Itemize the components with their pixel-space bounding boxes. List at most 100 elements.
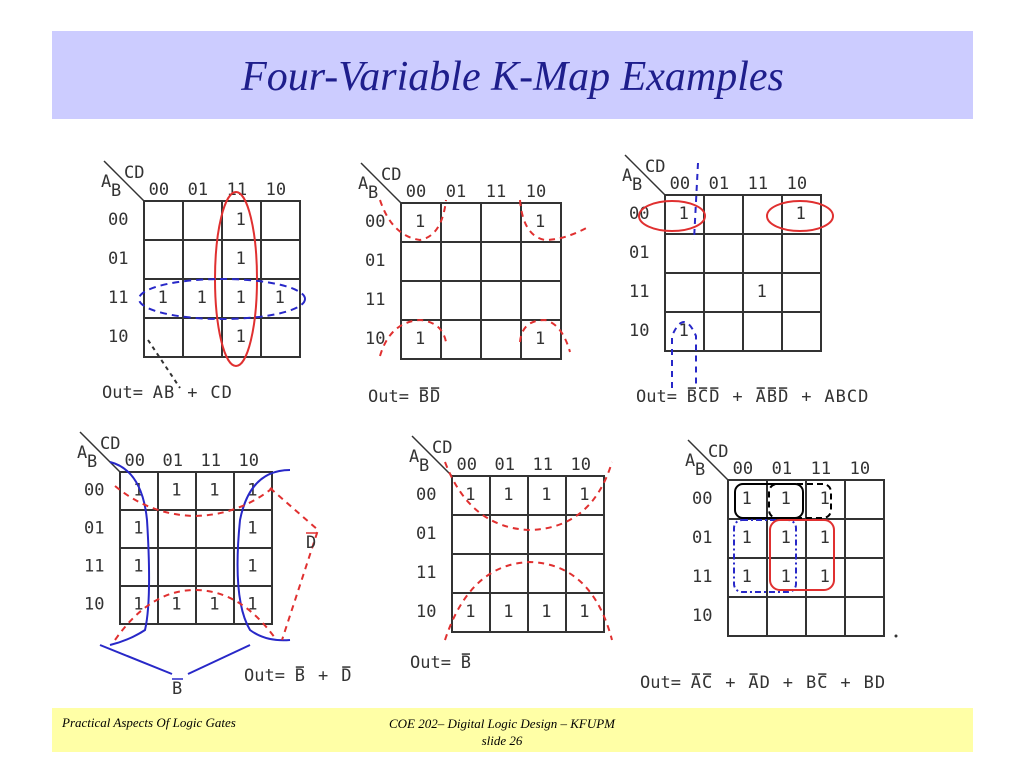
loop-corner-top-left xyxy=(379,199,447,242)
minterm-one: 1 xyxy=(742,528,752,548)
minterm-one: 1 xyxy=(679,321,689,341)
minterm-one: 1 xyxy=(247,595,257,615)
output-label: Out= xyxy=(410,653,451,673)
col-code: 00 xyxy=(125,451,145,471)
row-var-label: B xyxy=(632,175,642,195)
row-var-label: A xyxy=(101,172,111,192)
col-code: 01 xyxy=(163,451,183,471)
row-code: 01 xyxy=(84,519,104,539)
output-label: Out= xyxy=(102,383,143,403)
loop-bottom-row xyxy=(444,560,613,641)
col-code: 01 xyxy=(709,174,729,194)
loop-b-left xyxy=(109,461,151,646)
col-code: 10 xyxy=(239,451,259,471)
minterm-one: 1 xyxy=(541,485,551,505)
pointer-d xyxy=(269,487,320,641)
product-term: AD xyxy=(748,673,770,693)
loop-column-blue-top xyxy=(693,162,699,241)
row-code: 11 xyxy=(365,290,385,310)
plus-sign: + xyxy=(318,666,329,686)
minterm-one: 1 xyxy=(503,485,513,505)
col-var-label: CD xyxy=(381,165,401,185)
row-var-label: A xyxy=(685,451,695,471)
row-code: 10 xyxy=(108,327,128,347)
col-code: 10 xyxy=(526,182,546,202)
footer-slide-number: slide 26 xyxy=(481,733,523,748)
minterm-one: 1 xyxy=(247,481,257,501)
loop-ac-black xyxy=(734,483,804,519)
minterm-one: 1 xyxy=(579,602,589,622)
minterm-one: 1 xyxy=(465,602,475,622)
minterm-one: 1 xyxy=(742,567,752,587)
stray-dot xyxy=(894,634,898,638)
minterm-one: 1 xyxy=(158,288,168,308)
minterm-one: 1 xyxy=(742,489,752,509)
minterm-one: 1 xyxy=(197,288,207,308)
product-term: AC xyxy=(691,673,713,693)
col-code: 11 xyxy=(486,182,506,202)
row-code: 01 xyxy=(365,251,385,271)
row-code: 01 xyxy=(108,249,128,269)
minterm-one: 1 xyxy=(465,485,475,505)
minterm-one: 1 xyxy=(171,481,181,501)
row-var-label: A xyxy=(77,443,87,463)
minterm-one: 1 xyxy=(415,329,425,349)
minterm-one: 1 xyxy=(820,489,830,509)
minterm-one: 1 xyxy=(820,567,830,587)
col-code: 11 xyxy=(811,459,831,479)
product-term: B xyxy=(461,653,472,673)
product-term: BC xyxy=(806,673,828,693)
row-var-label: B xyxy=(695,460,705,480)
col-code: 10 xyxy=(266,180,286,200)
plus-sign: + xyxy=(732,387,743,407)
col-var-label: CD xyxy=(432,438,452,458)
footer-course-name: COE 202– Digital Logic Design – KFUPM xyxy=(388,716,616,731)
row-code: 00 xyxy=(365,212,385,232)
product-term: BD xyxy=(864,673,886,693)
loop-bc-red xyxy=(769,519,835,591)
loop-ad-black-dashed xyxy=(768,483,832,519)
minterm-one: 1 xyxy=(209,595,219,615)
product-term: ABCD xyxy=(824,387,869,407)
minterm-one: 1 xyxy=(535,212,545,232)
row-code: 00 xyxy=(692,489,712,509)
product-term: B xyxy=(295,666,306,686)
product-term: AB xyxy=(153,383,175,403)
plus-sign: + xyxy=(783,673,794,693)
loop-d-bottom xyxy=(114,588,276,641)
row-code: 10 xyxy=(365,329,385,349)
loop-bd-blue xyxy=(733,519,797,593)
output-label: Out= xyxy=(640,673,681,693)
minterm-one: 1 xyxy=(579,485,589,505)
col-var-label: CD xyxy=(645,157,665,177)
minterm-one: 1 xyxy=(236,210,246,230)
col-var-label: CD xyxy=(708,442,728,462)
row-var-label: B xyxy=(419,456,429,476)
col-code: 10 xyxy=(571,455,591,475)
minterm-one: 1 xyxy=(171,595,181,615)
minterm-one: 1 xyxy=(236,249,246,269)
col-code: 10 xyxy=(850,459,870,479)
corner-diagonal xyxy=(411,435,453,477)
corner-diagonal xyxy=(360,162,402,204)
row-code: 11 xyxy=(629,282,649,302)
minterm-one: 1 xyxy=(247,557,257,577)
row-code: 01 xyxy=(692,528,712,548)
minterm-one: 1 xyxy=(133,519,143,539)
minterm-one: 1 xyxy=(781,489,791,509)
col-code: 11 xyxy=(533,455,553,475)
row-code: 11 xyxy=(84,557,104,577)
loop-column-blue-bottom xyxy=(671,321,697,388)
minterm-one: 1 xyxy=(275,288,285,308)
col-var-label: CD xyxy=(100,434,120,454)
note-d: D xyxy=(306,533,316,553)
loop-corner-bottom-left xyxy=(379,318,447,357)
product-term: ABD xyxy=(756,387,790,407)
plus-sign: + xyxy=(840,673,851,693)
row-var-label: B xyxy=(87,452,97,472)
pointer-b-left xyxy=(99,644,173,675)
col-code: 01 xyxy=(495,455,515,475)
